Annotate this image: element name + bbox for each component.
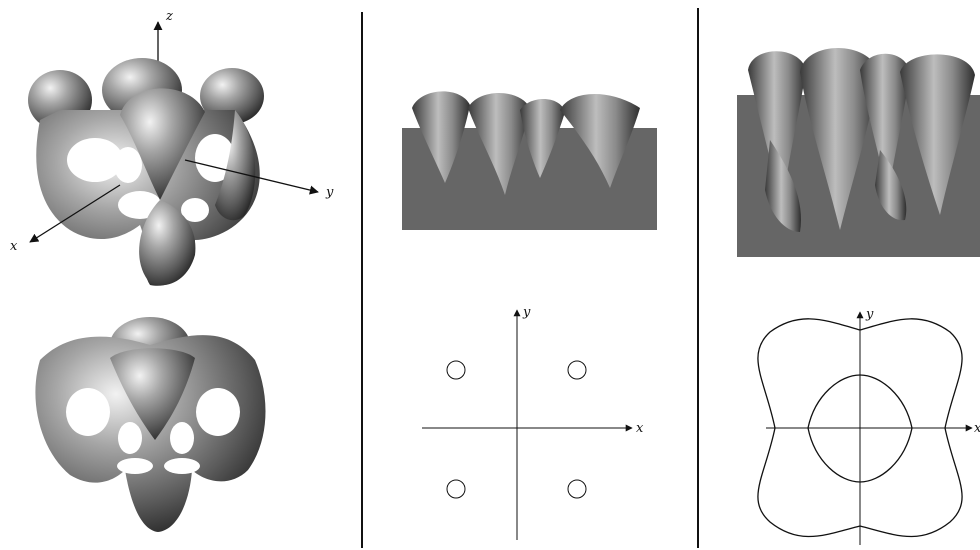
right-contour-y-label: y	[865, 307, 874, 322]
left-surface-front-view	[35, 317, 266, 532]
left-surface-perspective: z y x	[10, 9, 334, 286]
middle-contour-plot: x y	[422, 305, 644, 540]
contour-inner	[807, 374, 913, 483]
y-axis-label: y	[325, 185, 334, 200]
right-contour-plot: x y	[757, 307, 980, 545]
contour-circle	[567, 360, 587, 380]
contour-circle	[446, 479, 466, 499]
contour-circle	[567, 479, 587, 499]
middle-contour-x-label: x	[636, 421, 644, 436]
middle-contour-y-label: y	[522, 305, 531, 320]
z-axis-label: z	[165, 9, 173, 24]
right-contour-x-label: x	[974, 421, 980, 436]
middle-surface-render	[402, 91, 657, 230]
x-axis-label: x	[10, 239, 18, 254]
contour-outer	[757, 318, 963, 538]
y-axis	[184, 159, 319, 195]
contour-circle	[446, 360, 466, 380]
x-axis	[29, 184, 121, 243]
right-surface-render	[737, 48, 980, 257]
